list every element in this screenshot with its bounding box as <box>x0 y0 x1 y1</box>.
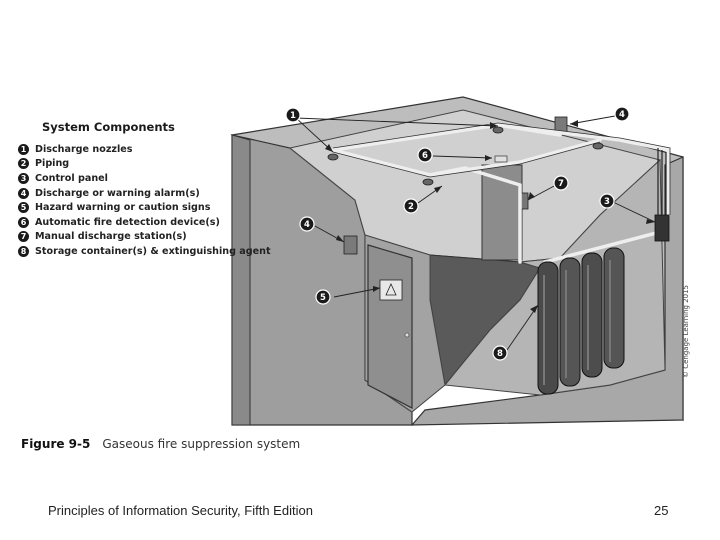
legend-item: 8 Storage container(s) & extinguishing ag… <box>18 244 271 259</box>
callout-7: 7 <box>558 179 564 189</box>
legend-number-badge: 3 <box>18 172 29 184</box>
page-number: 25 <box>654 503 669 518</box>
callout-3: 3 <box>604 197 610 207</box>
footer-book-title: Principles of Information Security, Fift… <box>48 503 313 518</box>
legend-item: 5 Hazard warning or caution signs <box>18 200 248 215</box>
legend-number-badge: 2 <box>18 158 29 170</box>
storage-cylinders <box>537 247 625 395</box>
callout-5: 5 <box>320 293 326 303</box>
figure-label: Figure 9-5 <box>21 437 91 451</box>
legend-label: Automatic fire detection device(s) <box>35 216 220 228</box>
control-panel-conduits <box>657 148 667 215</box>
legend-label: Storage container(s) & extinguishing age… <box>35 245 271 257</box>
door-knob <box>404 332 410 338</box>
piping-outline <box>332 122 671 215</box>
legend-label: Manual discharge station(s) <box>35 231 187 243</box>
system-components-legend: System Components 1 Discharge nozzles 2 Pi… <box>18 120 271 259</box>
callout-8: 8 <box>497 349 503 359</box>
legend-label: Discharge nozzles <box>35 143 133 155</box>
front-door <box>367 244 413 409</box>
legend-number-badge: 5 <box>18 202 29 214</box>
legend-item: 7 Manual discharge station(s) <box>18 230 248 245</box>
fire-detector <box>494 155 508 163</box>
callout-2: 2 <box>408 202 414 212</box>
legend-item: 4 Discharge or warning alarm(s) <box>18 186 248 201</box>
legend-number-badge: 6 <box>18 216 29 228</box>
legend-label: Hazard warning or caution signs <box>35 202 211 214</box>
piping <box>331 123 670 264</box>
discharge-nozzles <box>327 126 604 186</box>
legend-label: Piping <box>35 158 70 170</box>
callout-4-wall: 4 <box>304 220 310 230</box>
legend-number-badge: 8 <box>18 245 29 257</box>
figure-caption-text: Gaseous fire suppression system <box>102 437 301 451</box>
callout-4-ceiling: 4 <box>619 110 625 120</box>
callout-6: 6 <box>422 151 428 161</box>
legend-label: Control panel <box>35 172 108 184</box>
legend-title: System Components <box>42 120 175 134</box>
legend-label: Discharge or warning alarm(s) <box>35 187 200 199</box>
callout-arrow-heads <box>325 120 655 313</box>
hazard-sign-triangle-icon <box>385 283 397 296</box>
copyright-notice: © Cengage Learning 2015 <box>682 285 690 378</box>
legend-item: 2 Piping <box>18 157 248 172</box>
legend-number-badge: 1 <box>18 143 29 155</box>
control-panel <box>654 214 670 242</box>
legend-number-badge: 7 <box>18 231 29 243</box>
legend-list: 1 Discharge nozzles 2 Piping 3 Control pane… <box>18 142 271 259</box>
legend-item: 6 Automatic fire detection device(s) <box>18 215 248 230</box>
figure-caption: Figure 9-5 Gaseous fire suppression syst… <box>21 437 300 451</box>
legend-item: 1 Discharge nozzles <box>18 142 248 157</box>
legend-item: 3 Control panel <box>18 171 248 186</box>
wall-alarm <box>343 235 358 255</box>
callout-1: 1 <box>290 111 296 121</box>
hazard-sign <box>379 279 403 301</box>
legend-number-badge: 4 <box>18 187 29 199</box>
callout-circles <box>285 106 630 361</box>
room-front-wall <box>231 134 251 426</box>
